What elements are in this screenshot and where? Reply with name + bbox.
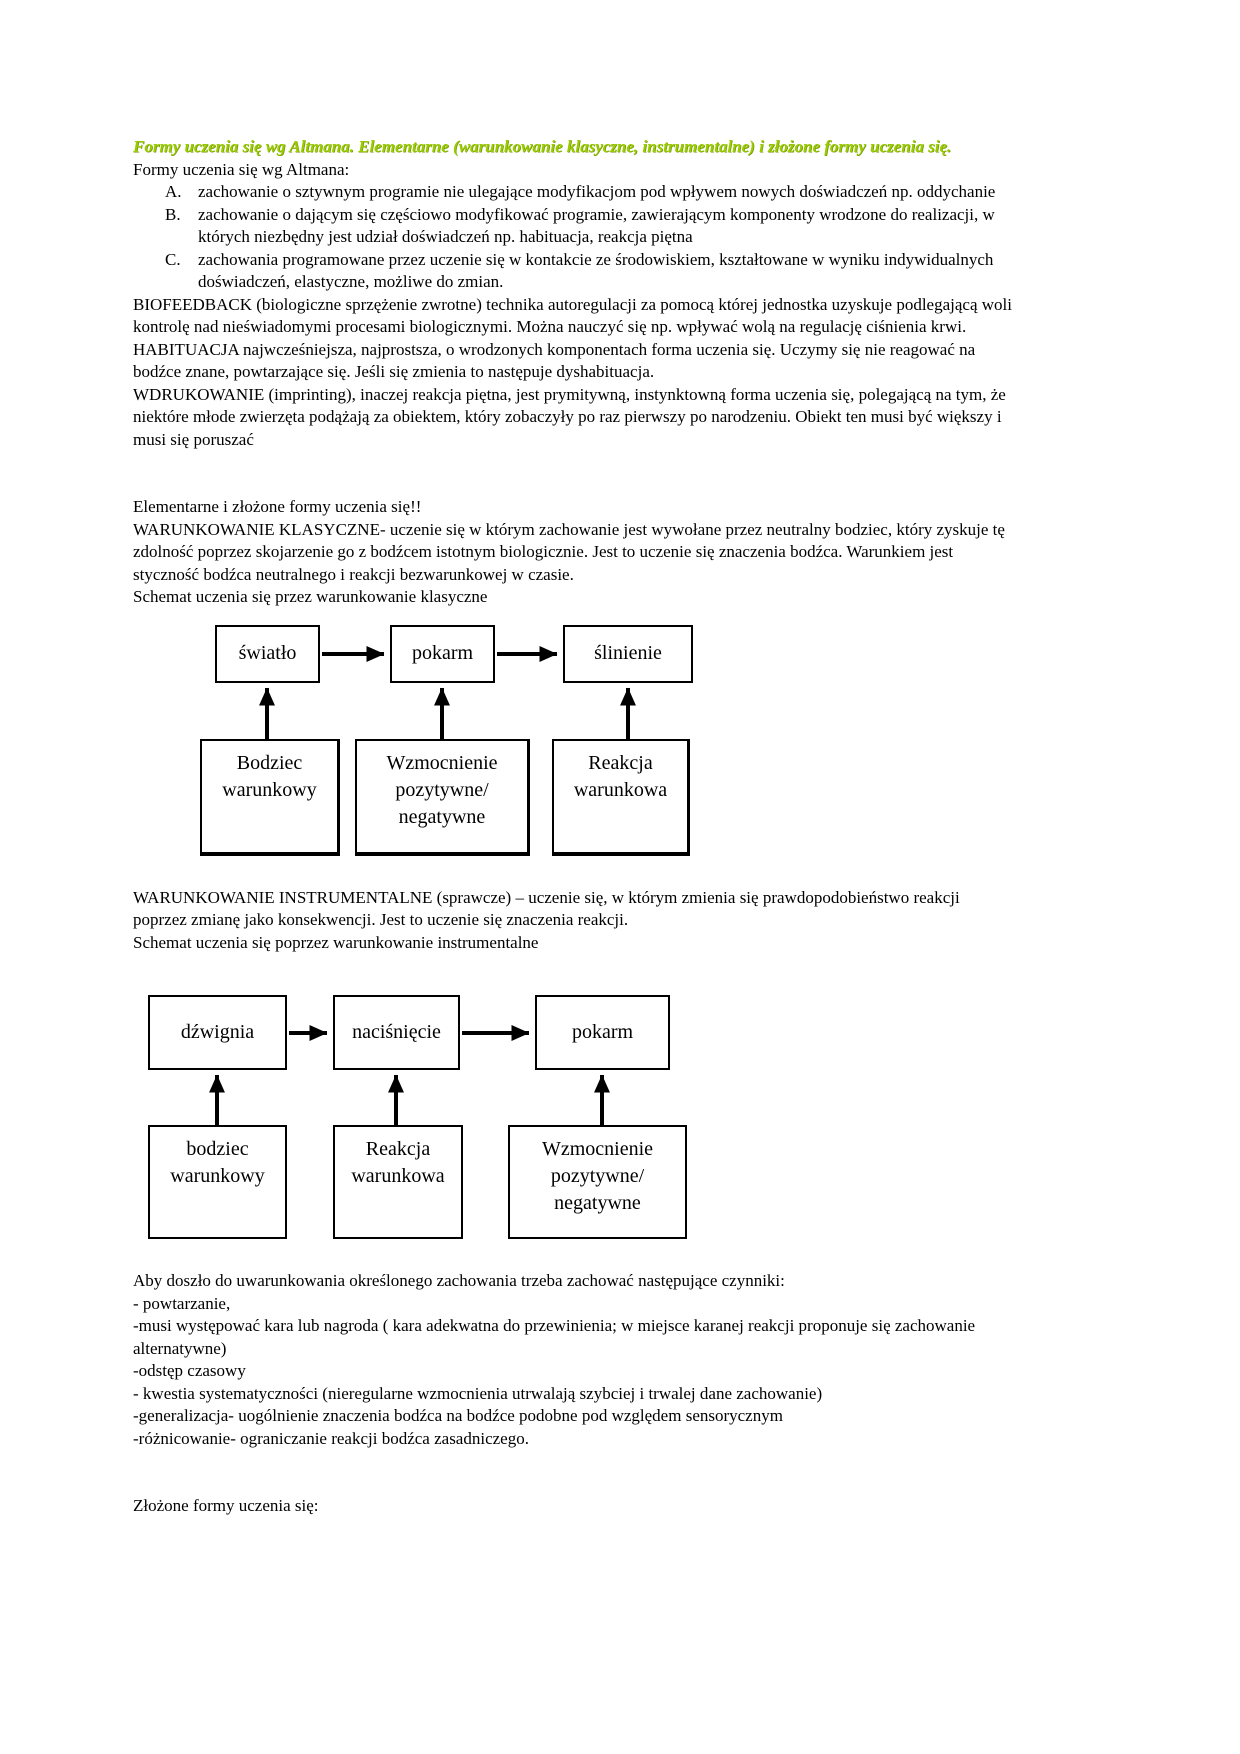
diagram-box-bodziec-warunkowy2: bodziec warunkowy <box>148 1125 287 1239</box>
diagram-box-wzmocnienie2: Wzmocnienie pozytywne/ negatywne <box>508 1125 687 1239</box>
paragraph-habituacja: HABITUACJA najwcześniejsza, najprostsza,… <box>133 339 976 382</box>
list-marker: B. <box>165 204 181 224</box>
schemat2-caption: Schemat uczenia się poprzez warunkowanie… <box>133 932 539 952</box>
list-item-a: A. zachowanie o sztywnym programie nie u… <box>133 181 1017 204</box>
paragraph-instrumentalne: WARUNKOWANIE INSTRUMENTALNE (sprawcze) –… <box>133 887 960 930</box>
diagram-box-reakcja-warunkowa2: Reakcja warunkowa <box>333 1125 463 1239</box>
closing-heading: Złożone formy uczenia się: <box>133 1496 319 1515</box>
diagram-box-pokarm: pokarm <box>390 624 495 683</box>
paragraph-klasyczne: WARUNKOWANIE KLASYCZNE- uczenie się w kt… <box>133 519 1005 584</box>
diagram-box-nacisniecie: naciśnięcie <box>333 995 460 1070</box>
diagram-box-label: Wzmocnienie pozytywne/ negatywne <box>386 751 498 828</box>
factor-item: -odstęp czasowy <box>133 1361 246 1380</box>
diagram-box-label: pokarm <box>571 1021 634 1043</box>
diagram-box-slinienie: ślinienie <box>563 624 693 683</box>
diagram-box-label: Bodziec warunkowy <box>222 751 317 801</box>
factor-item: -generalizacja- uogólnienie znaczenia bo… <box>133 1406 783 1425</box>
diagram-box-label: Reakcja warunkowa <box>351 1138 445 1187</box>
document-title: Formy uczenia się wg Altmana. Elementarn… <box>133 137 952 156</box>
diagram-box-label: Wzmocnienie pozytywne/ negatywne <box>541 1138 654 1214</box>
schemat1-caption: Schemat uczenia się przez warunkowanie k… <box>133 587 488 606</box>
diagram-box-label: pokarm <box>411 642 474 664</box>
diagram-box-wzmocnienie: Wzmocnienie pozytywne/ negatywne <box>355 738 530 856</box>
factor-item: -musi występować kara lub nagroda ( kara… <box>133 1316 976 1358</box>
diagram-box-dzwignia: dźwignia <box>148 995 287 1070</box>
diagram2-arrows <box>209 1025 610 1126</box>
list-marker: A. <box>165 182 182 201</box>
factor-item: - kwestia systematyczności (nieregularne… <box>133 1383 823 1403</box>
diagram-box-label: ślinienie <box>594 642 662 664</box>
factor-item: - powtarzanie, <box>133 1293 231 1313</box>
list-item-c: C. zachowania programowane przez uczenie… <box>133 249 1017 294</box>
factors-intro: Aby doszło do uwarunkowania określonego … <box>133 1271 785 1290</box>
diagram-box-swiatlo: światło <box>215 624 320 683</box>
diagram-box-label: naciśnięcie <box>352 1021 441 1043</box>
diagram-box-label: światło <box>238 642 297 664</box>
list-item-b: B. zachowanie o dającym się częściowo mo… <box>133 204 1017 249</box>
diagram1-arrows <box>259 645 636 740</box>
diagram-box-reakcja-warunkowa: Reakcja warunkowa <box>552 738 690 856</box>
diagram-box-pokarm2: pokarm <box>535 995 670 1070</box>
paragraph-wdrukowanie: WDRUKOWANIE (imprinting), inaczej reakcj… <box>133 384 1006 449</box>
list-item-text: zachowania programowane przez uczenie si… <box>198 249 994 292</box>
intro-heading: Formy uczenia się wg Altmana: <box>133 159 350 179</box>
diagram-warunkowanie-instrumentalne: dźwignia naciśnięcie pokarm bodziec waru… <box>133 954 1017 1260</box>
diagram-warunkowanie-klasyczne: światło pokarm ślinienie Bodziec warunko… <box>133 609 1017 871</box>
diagram-box-label: dźwignia <box>180 1021 255 1043</box>
diagram-box-label: bodziec warunkowy <box>170 1138 265 1187</box>
list-item-text: zachowanie o sztywnym programie nie uleg… <box>198 182 996 201</box>
altman-list: A. zachowanie o sztywnym programie nie u… <box>133 181 1017 294</box>
paragraph-biofeedback: BIOFEEDBACK (biologiczne sprzężenie zwro… <box>133 294 1012 337</box>
section-heading: Elementarne i złożone formy uczenia się!… <box>133 497 422 516</box>
list-item-text: zachowanie o dającym się częściowo modyf… <box>198 204 995 247</box>
factor-item: -różnicowanie- ograniczanie reakcji bodź… <box>133 1428 529 1448</box>
list-marker: C. <box>165 249 181 269</box>
diagram-box-label: Reakcja warunkowa <box>573 751 668 801</box>
diagram-box-bodziec-warunkowy: Bodziec warunkowy <box>200 738 340 856</box>
